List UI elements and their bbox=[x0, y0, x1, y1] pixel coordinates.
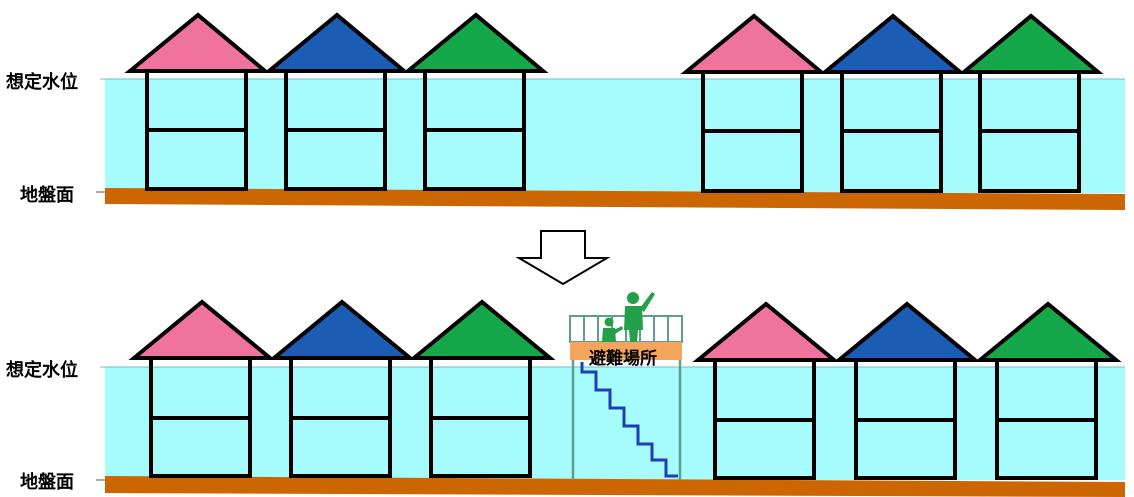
roof-blue bbox=[269, 15, 404, 71]
shelter-label: 避難場所 bbox=[589, 344, 657, 369]
roof-pink bbox=[130, 15, 265, 71]
roof-pink bbox=[686, 16, 821, 72]
roof-blue bbox=[274, 302, 410, 358]
top-water-level-label: 想定水位 bbox=[6, 68, 78, 94]
roof-green bbox=[414, 302, 550, 358]
roof-green bbox=[408, 15, 543, 71]
bottom-water-level-label: 想定水位 bbox=[6, 356, 78, 382]
roof-pink bbox=[698, 304, 834, 360]
bottom-scene bbox=[96, 292, 1125, 497]
roof-blue bbox=[839, 304, 975, 360]
top-water bbox=[105, 79, 1125, 193]
roof-green bbox=[964, 16, 1098, 72]
top-ground-level-label: 地盤面 bbox=[20, 181, 74, 207]
roof-blue bbox=[825, 16, 960, 72]
bottom-ground-level-label: 地盤面 bbox=[20, 468, 74, 494]
roof-pink bbox=[134, 302, 270, 358]
bottom-water bbox=[105, 367, 1125, 480]
down-arrow-icon bbox=[519, 231, 607, 284]
roof-green bbox=[980, 304, 1116, 360]
top-scene bbox=[96, 15, 1125, 210]
